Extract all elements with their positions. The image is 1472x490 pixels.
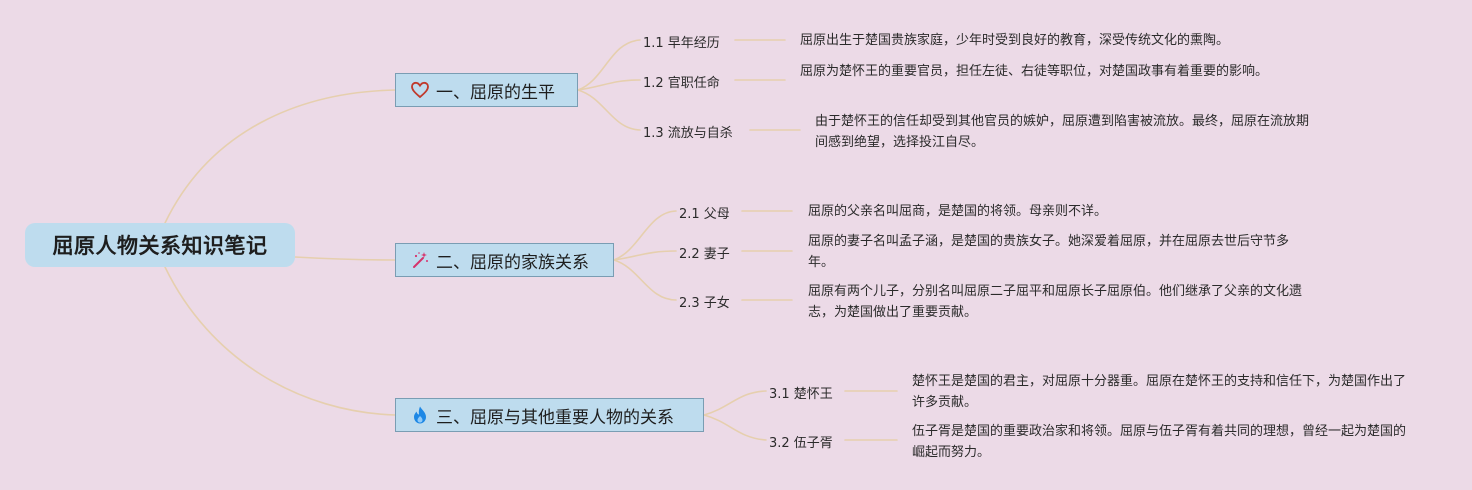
heart-icon <box>410 80 430 100</box>
magic-wand-icon <box>410 250 430 270</box>
branch-node-relations[interactable]: 三、屈原与其他重要人物的关系 <box>395 398 704 432</box>
branch-title: 一、屈原的生平 <box>436 82 555 103</box>
connector-root-branch-3 <box>164 266 396 416</box>
note-early-life: 屈原出生于楚国贵族家庭，少年时受到良好的教育，深受传统文化的熏陶。 <box>800 33 1230 48</box>
note-children: 屈原有两个儿子，分别名叫屈原二子屈平和屈原长子屈原伯。他们继承了父亲的文化遗志，… <box>808 284 1303 320</box>
note-exile: 由于楚怀王的信任却受到其他官员的嫉妒，屈原遭到陷害被流放。最终，屈原在流放期间感… <box>815 114 1310 150</box>
branch-node-family[interactable]: 二、屈原的家族关系 <box>395 243 614 277</box>
connector-b1-sub1 <box>577 39 641 91</box>
root-node[interactable]: 屈原人物关系知识笔记 <box>25 223 295 267</box>
connector-root-branch-1 <box>164 89 396 224</box>
connector-b2-sub1 <box>613 210 677 261</box>
branch-title: 三、屈原与其他重要人物的关系 <box>436 407 674 428</box>
root-title: 屈原人物关系知识笔记 <box>52 234 268 258</box>
connector-b1-sub2 <box>577 79 641 91</box>
branch-node-life[interactable]: 一、屈原的生平 <box>395 73 578 107</box>
connector-root-branch-2 <box>294 256 396 261</box>
subtopic-official-post[interactable]: 1.2 官职任命 <box>643 76 720 91</box>
fire-icon <box>410 405 430 425</box>
connector-b1-sub3 <box>577 89 641 131</box>
branch-title: 二、屈原的家族关系 <box>436 252 589 273</box>
note-king-huai: 楚怀王是楚国的君主，对屈原十分器重。屈原在楚怀王的支持和信任下，为楚国作出了许多… <box>912 374 1407 410</box>
subtopic-children[interactable]: 2.3 子女 <box>679 296 730 311</box>
subtopic-parents[interactable]: 2.1 父母 <box>679 207 730 222</box>
connector-b2-sub2 <box>613 250 677 261</box>
connector-b3-sub2 <box>703 414 767 441</box>
note-official-post: 屈原为楚怀王的重要官员，担任左徒、右徒等职位，对楚国政事有着重要的影响。 <box>800 64 1269 79</box>
subtopic-early-life[interactable]: 1.1 早年经历 <box>643 36 720 51</box>
note-wife: 屈原的妻子名叫孟子涵，是楚国的贵族女子。她深爱着屈原，并在屈原去世后守节多年。 <box>808 234 1290 270</box>
subtopic-wu-zixu[interactable]: 3.2 伍子胥 <box>769 436 833 451</box>
connector-b3-sub1 <box>703 390 767 416</box>
note-wu-zixu: 伍子胥是楚国的重要政治家和将领。屈原与伍子胥有着共同的理想，曾经一起为楚国的崛起… <box>912 424 1407 460</box>
subtopic-wife[interactable]: 2.2 妻子 <box>679 247 730 262</box>
connector-b2-sub3 <box>613 259 677 301</box>
note-parents: 屈原的父亲名叫屈商，是楚国的将领。母亲则不详。 <box>808 204 1108 219</box>
subtopic-king-huai[interactable]: 3.1 楚怀王 <box>769 387 833 402</box>
subtopic-exile[interactable]: 1.3 流放与自杀 <box>643 126 733 141</box>
